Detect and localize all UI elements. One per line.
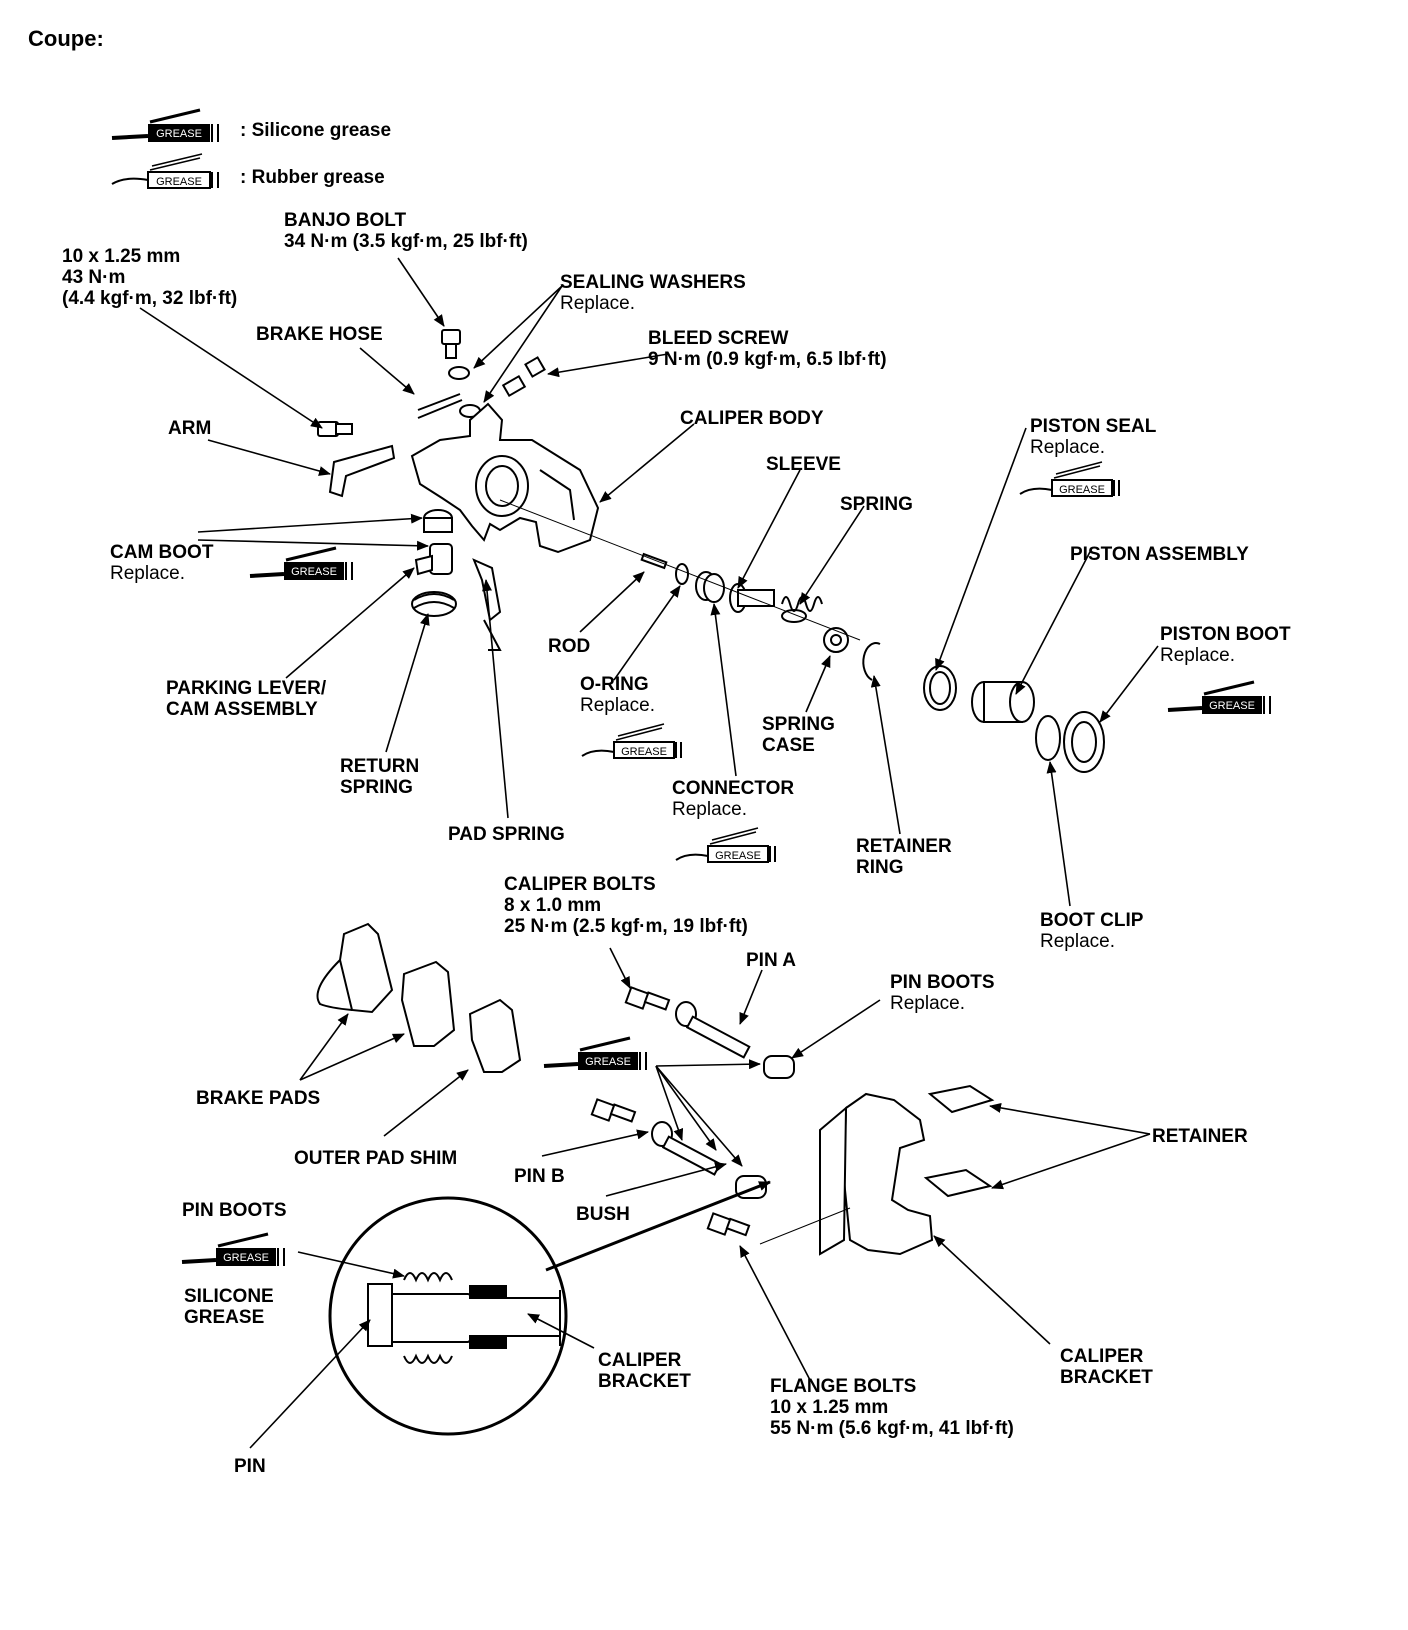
sleeve-part <box>729 583 775 613</box>
piston-boot-label: PISTON BOOT Replace. <box>1160 624 1291 666</box>
svg-text:GREASE: GREASE <box>1209 700 1255 712</box>
pad-spring-part <box>472 558 502 651</box>
pin-label: PIN <box>234 1456 266 1477</box>
spring-case-part <box>823 627 849 653</box>
pin-boots-detail-label: PIN BOOTS <box>182 1200 287 1221</box>
piston-assembly-part <box>971 681 1035 723</box>
brake-pad-outer <box>400 960 456 1047</box>
pin-a-label: PIN A <box>746 950 796 971</box>
svg-text:GREASE: GREASE <box>621 746 667 758</box>
svg-text:GREASE: GREASE <box>715 850 761 862</box>
arm-bolt-part <box>317 421 353 437</box>
arm-part <box>328 444 396 498</box>
retainer-ring-label: RETAINER RING <box>856 836 952 878</box>
caliper-bracket-label: CALIPER BRACKET <box>1060 1346 1153 1388</box>
outer-pad-shim-part <box>468 998 522 1073</box>
svg-text:GREASE: GREASE <box>156 176 202 188</box>
banjo-bolt-part <box>441 329 461 359</box>
connector-part <box>695 571 725 603</box>
pin-boots-top-label: PIN BOOTS Replace. <box>890 972 995 1014</box>
pin-boot-detail-view <box>328 1180 771 1436</box>
piston-seal-part <box>923 665 957 711</box>
bush-label: BUSH <box>576 1204 630 1225</box>
svg-text:GREASE: GREASE <box>585 1056 631 1068</box>
grease-symbol-o-ring: GREASE <box>581 723 682 759</box>
svg-text:GREASE: GREASE <box>291 566 337 578</box>
pin-b-label: PIN B <box>514 1166 565 1187</box>
silicone-grease-symbol: GREASE <box>111 108 219 142</box>
cam-boot-part <box>423 509 453 533</box>
grease-symbol-piston-seal: GREASE <box>1019 461 1120 497</box>
caliper-bracket-part <box>819 1092 934 1256</box>
brake-hose-label: BRAKE HOSE <box>256 324 383 345</box>
grease-symbol-connector: GREASE <box>675 827 776 863</box>
sealing-washer-parts <box>448 366 481 418</box>
rubber-grease-symbol: GREASE <box>111 153 219 189</box>
bleed-screw-label: BLEED SCREW 9 N·m (0.9 kgf·m, 6.5 lbf·ft… <box>648 328 887 370</box>
svg-text:GREASE: GREASE <box>156 128 202 140</box>
svg-text:GREASE: GREASE <box>1059 484 1105 496</box>
brake-pad-inner <box>316 922 394 1014</box>
o-ring-label: O-RING Replace. <box>580 674 655 716</box>
boot-clip-part <box>1035 715 1061 761</box>
pin-boot-upper-part <box>763 1055 795 1079</box>
brake-hose-part <box>417 393 463 419</box>
caliper-body-label: CALIPER BODY <box>680 408 824 429</box>
banjo-bolt-label: BANJO BOLT 34 N·m (3.5 kgf·m, 25 lbf·ft) <box>284 210 528 252</box>
pin-a-part <box>675 1001 751 1059</box>
bleed-screw-part <box>501 356 546 398</box>
flange-bolts-label: FLANGE BOLTS 10 x 1.25 mm 55 N·m (5.6 kg… <box>770 1376 1014 1439</box>
pad-spring-label: PAD SPRING <box>448 824 565 845</box>
assembly-axis-line <box>499 499 861 641</box>
parking-lever-part <box>414 543 453 576</box>
cam-boot-label: CAM BOOT Replace. <box>110 542 214 584</box>
return-spring-label: RETURN SPRING <box>340 756 420 798</box>
grease-symbol-piston-boot: GREASE <box>1167 680 1271 714</box>
silicone-grease-label: SILICONE GREASE <box>184 1286 274 1328</box>
caliper-bracket-detail-label: CALIPER BRACKET <box>598 1350 691 1392</box>
leader-arrows <box>139 257 1159 1449</box>
grease-symbol-detail: GREASE <box>181 1232 285 1266</box>
outer-pad-shim-label: OUTER PAD SHIM <box>294 1148 458 1169</box>
return-spring-part <box>411 591 457 617</box>
piston-seal-label: PISTON SEAL Replace. <box>1030 416 1157 458</box>
sealing-washers-label: SEALING WASHERS Replace. <box>560 272 746 314</box>
retainer-label: RETAINER <box>1152 1126 1248 1147</box>
legend-silicone-label: : Silicone grease <box>240 120 392 141</box>
parking-lever-label: PARKING LEVER/ CAM ASSEMBLY <box>166 678 327 720</box>
grease-symbol-cam-boot: GREASE <box>249 546 353 580</box>
page-title: Coupe: <box>28 26 104 51</box>
retainer-parts <box>923 1084 995 1198</box>
spring-label: SPRING <box>840 494 913 515</box>
bracket-leader-line <box>759 1207 851 1245</box>
legend-rubber-label: : Rubber grease <box>240 167 385 188</box>
piston-boot-part <box>1063 711 1105 773</box>
boot-clip-label: BOOT CLIP Replace. <box>1040 910 1144 952</box>
retainer-ring-part <box>862 642 881 681</box>
svg-text:GREASE: GREASE <box>223 1252 269 1264</box>
piston-assembly-label: PISTON ASSEMBLY <box>1070 544 1249 565</box>
spring-case-label: SPRING CASE <box>762 714 835 756</box>
o-ring-part <box>675 563 689 585</box>
connector-label: CONNECTOR Replace. <box>672 778 795 820</box>
arm-label: ARM <box>168 418 212 439</box>
sleeve-label: SLEEVE <box>766 454 841 475</box>
caliper-body-part <box>410 402 600 554</box>
rod-label: ROD <box>548 636 591 657</box>
flange-bolt-parts <box>706 1212 751 1237</box>
grease-symbol-pins: GREASE <box>543 1036 647 1070</box>
brake-pads-label: BRAKE PADS <box>196 1088 321 1109</box>
arm-bolt-spec-label: 10 x 1.25 mm 43 N·m (4.4 kgf·m, 32 lbf·f… <box>62 246 238 309</box>
caliper-bolt-parts <box>590 986 671 1123</box>
caliper-bolts-label: CALIPER BOLTS 8 x 1.0 mm 25 N·m (2.5 kgf… <box>504 874 748 937</box>
pin-b-part <box>651 1121 722 1176</box>
